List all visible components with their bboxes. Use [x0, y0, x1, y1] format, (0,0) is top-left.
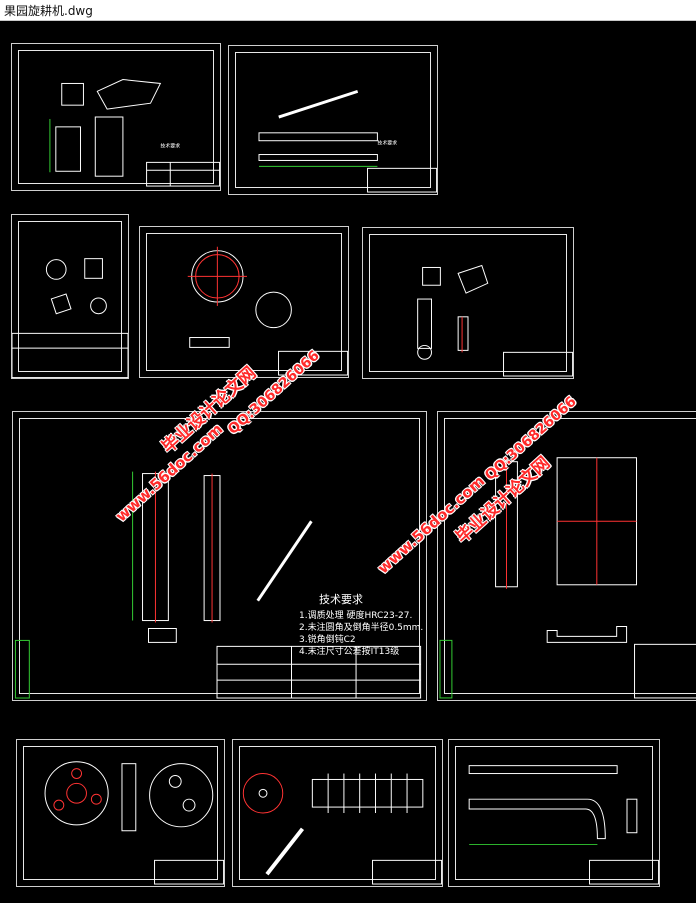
sheet-1-graphics: 技术要求 — [49, 79, 220, 187]
drawing-sheet-10[interactable] — [448, 739, 660, 887]
sheet-10-graphics — [468, 765, 659, 885]
tech-item: 4.未注尺寸公差按IT13级 — [299, 647, 400, 657]
tech-requirements: 技术要求 1.调质处理 硬度HRC23-27. 2.未注圆角及倒角半径0.5mm… — [299, 594, 423, 658]
sheet-border — [23, 746, 218, 880]
drawing-canvas[interactable]: 技术要求 技术要求 — [0, 21, 696, 903]
tech-item: 3.锐角倒钝C2 — [299, 635, 356, 645]
sheet-4-graphics — [187, 246, 348, 376]
sheet-border — [235, 52, 431, 188]
tech-item: 1.调质处理 硬度HRC23-27. — [299, 611, 413, 621]
window-title: 果园旋耕机.dwg — [4, 3, 93, 18]
drawing-sheet-5[interactable] — [362, 227, 574, 379]
sheet-border — [19, 418, 420, 694]
sheet-border — [146, 233, 342, 371]
sheet-2-graphics: 技术要求 — [258, 89, 437, 193]
drawing-sheet-1[interactable]: 技术要求 — [11, 43, 221, 191]
drawing-sheet-8[interactable] — [16, 739, 225, 887]
svg-text:技术要求: 技术要求 — [160, 143, 180, 150]
sheet-3-graphics — [12, 258, 128, 378]
drawing-sheet-4[interactable] — [139, 226, 349, 378]
tech-item: 2.未注圆角及倒角半径0.5mm. — [299, 623, 424, 633]
drawing-sheet-7[interactable] — [437, 411, 696, 701]
svg-text:技术要求: 技术要求 — [377, 140, 397, 147]
sheet-border — [444, 418, 696, 694]
sheet-border — [369, 234, 567, 372]
sheet-border — [239, 746, 436, 880]
sheet-border — [18, 221, 122, 372]
sheet-5-graphics — [417, 264, 573, 377]
drawing-sheet-6[interactable]: 技术要求 1.调质处理 硬度HRC23-27. 2.未注圆角及倒角半径0.5mm… — [12, 411, 427, 701]
window-titlebar: 果园旋耕机.dwg — [0, 0, 696, 21]
drawing-sheet-2[interactable]: 技术要求 — [228, 45, 438, 195]
sheet-6-graphics — [14, 471, 422, 699]
sheet-8-graphics — [44, 761, 224, 885]
drawing-sheet-9[interactable] — [232, 739, 443, 887]
sheet-7-graphics — [439, 457, 696, 699]
sheet-9-graphics — [242, 773, 442, 885]
drawing-sheet-3[interactable] — [11, 214, 129, 379]
tech-requirements-title: 技术要求 — [319, 593, 363, 606]
sheet-border — [455, 746, 653, 880]
sheet-border — [18, 50, 214, 184]
